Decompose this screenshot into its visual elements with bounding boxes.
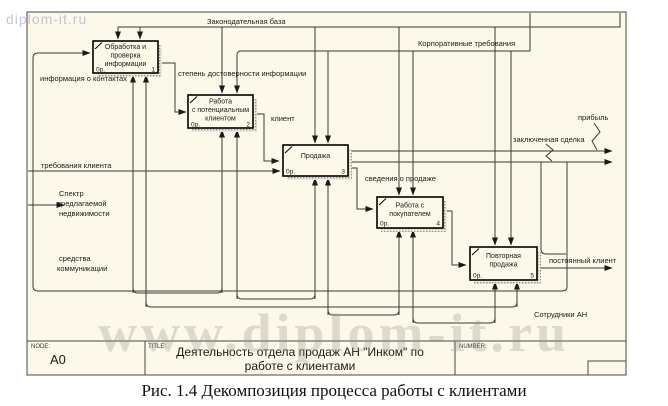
label-spectrum: предлагаемой (57, 199, 107, 208)
footer-title-label: TITLE: (148, 344, 166, 350)
mechanism-rail (412, 317, 496, 324)
box2-cost: 0р. (191, 122, 200, 129)
box4-title: Работа с (396, 202, 425, 210)
footer-node-label: NODE: (31, 344, 50, 350)
connector-box1-box2 (158, 62, 187, 115)
label-contacts: информация о контактах (40, 74, 127, 83)
connector-box2-box3 (253, 113, 280, 164)
mechanism-rail (236, 293, 316, 300)
label-client: клиент (271, 114, 295, 123)
footer-node-value: A0 (50, 352, 66, 367)
footer-number-label: NUMBER: (459, 344, 487, 350)
label-sales-info: сведения о продаже (365, 174, 436, 183)
box3-title: Продажа (301, 153, 330, 160)
connectors (28, 13, 621, 324)
feedback-loop (32, 50, 568, 292)
label-spectrum: Спектр (59, 189, 84, 198)
corner-fold (284, 146, 293, 154)
control-rail-corporate (236, 13, 531, 56)
leader-deal (545, 143, 554, 162)
label-accuracy: степень достоверности информации (178, 69, 306, 78)
box1-title: Обработка и (105, 43, 146, 51)
box2-title: клиентом (205, 116, 236, 123)
leader-profit (591, 122, 601, 151)
label-requirements: требования клиента (41, 161, 112, 170)
box1-number: 1 (151, 67, 155, 74)
corner-fold (94, 42, 103, 50)
label-deal: заключенная сделка (513, 135, 585, 144)
corner-fold (189, 96, 198, 104)
box5-title: Повторная (486, 253, 521, 260)
label-regular-client: постоянный клиент (549, 256, 617, 265)
box3-cost: 0р. (286, 169, 295, 176)
activity-box-4: Работа с покупателем 0р. 4 (376, 196, 444, 229)
activity-box-5: Повторная продажа 0р. 5 (469, 246, 538, 281)
footer-title-line2: работе с клиентами (245, 359, 356, 373)
label-spectrum: недвижимости (59, 209, 110, 218)
activity-box-1: Обработка и проверка информации 0р. 1 (92, 40, 159, 74)
control-rail-legislative (118, 13, 621, 28)
footer-corner-box (587, 360, 627, 376)
activity-box-3: Продажа 0р. 3 (282, 144, 349, 177)
label-legislative: Законодательная база (207, 17, 286, 26)
corner-fold (471, 248, 480, 256)
label-communication: средства (59, 254, 91, 263)
connector-box4-box5 (443, 210, 467, 268)
box5-title: продажа (490, 262, 518, 269)
activity-box-2: Работа с потенциальным клиентом 0р. 2 (187, 94, 254, 129)
box1-title: проверка (110, 53, 140, 60)
box2-title: Работа (209, 98, 232, 106)
mechanism-rail (132, 287, 223, 294)
box2-title: с потенциальным (192, 107, 249, 114)
box3-number: 3 (341, 169, 345, 176)
arrow-labels: Законодательная база Корпоративные требо… (40, 17, 617, 319)
activity-boxes: Обработка и проверка информации 0р. 1 Ра… (92, 40, 541, 284)
label-corporate: Корпоративные требования (418, 39, 515, 48)
corner-fold (378, 198, 387, 206)
box2-number: 2 (246, 122, 250, 129)
box1-title: информации (105, 61, 147, 68)
feedback-branch (540, 162, 566, 255)
box4-cost: 0р. (380, 221, 389, 228)
label-staff: Сотрудники АН (534, 310, 587, 319)
box5-number: 5 (530, 273, 534, 280)
mechanism-rail (327, 309, 400, 316)
connector-box3-box4 (348, 167, 374, 212)
box1-cost: 0р. (96, 67, 105, 74)
label-profit: прибыль (578, 113, 608, 122)
box4-title: покупателем (389, 211, 431, 218)
footer-title-line1: Деятельность отдела продаж АН "Инком" по (176, 345, 424, 359)
figure-caption: Рис. 1.4 Декомпозиция процесса работы с … (141, 381, 527, 400)
footer-bar: NODE: A0 TITLE: Деятельность отдела прод… (27, 340, 627, 376)
box5-cost: 0р. (473, 273, 482, 280)
box4-number: 4 (436, 221, 440, 228)
mechanism-rail (145, 301, 518, 308)
label-communication: коммуникации (57, 264, 107, 273)
